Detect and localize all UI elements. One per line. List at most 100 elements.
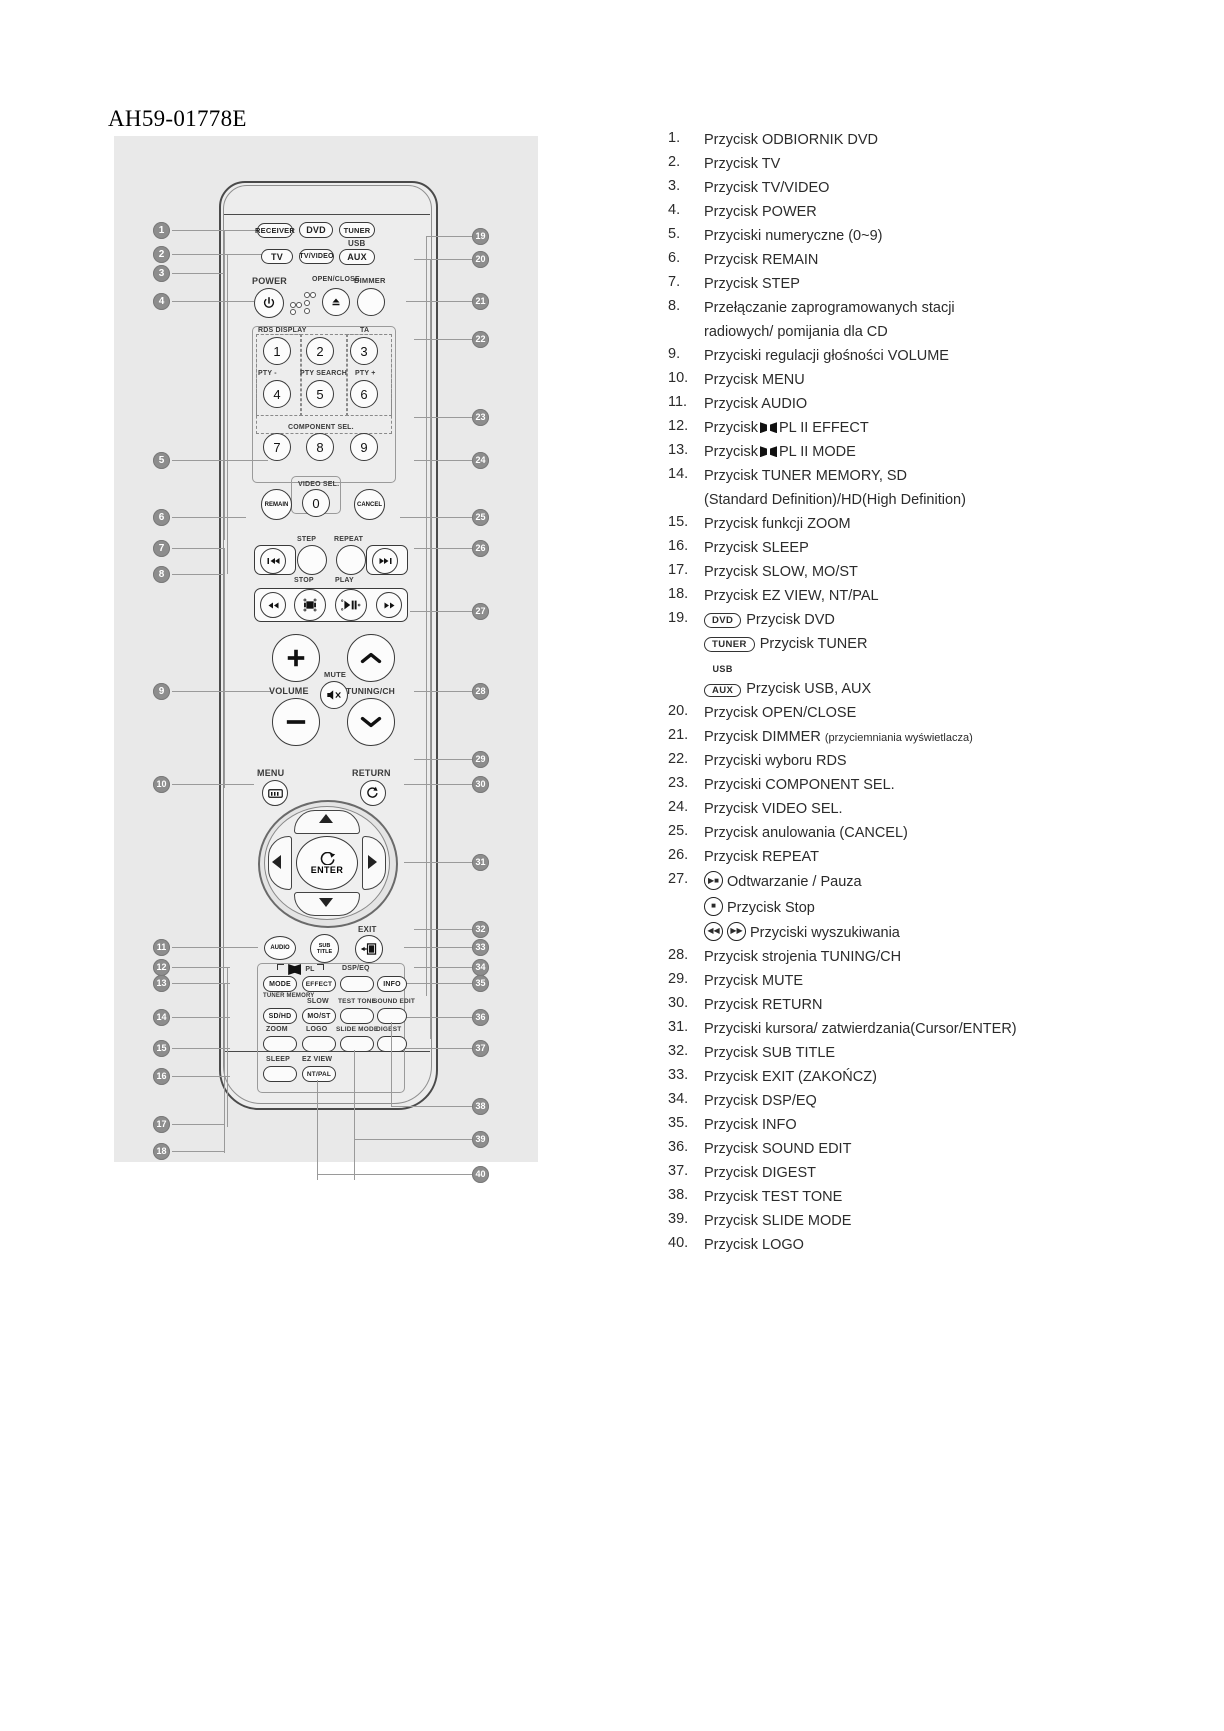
button-test-tone[interactable] (340, 1008, 374, 1024)
button-effect[interactable]: EFFECT (302, 976, 336, 992)
list-item: 8.Przełączanie zaprogramowanych stacji (668, 298, 1188, 319)
callout-37: 37 (472, 1040, 489, 1057)
leader-29 (414, 759, 474, 760)
button-dimmer[interactable] (357, 288, 385, 316)
button-fast-forward[interactable] (376, 592, 402, 618)
leader-18 (172, 1151, 224, 1152)
button-num-7[interactable]: 7 (263, 433, 291, 461)
button-repeat[interactable] (336, 545, 366, 575)
sd-hd-label: SD/HD (268, 1012, 292, 1020)
arrow-up-icon (319, 814, 333, 823)
button-zoom[interactable] (263, 1036, 297, 1052)
button-mode[interactable]: MODE (263, 976, 297, 992)
list-item-number: 25. (668, 823, 689, 840)
button-rewind[interactable] (260, 592, 286, 618)
button-sound-edit[interactable] (377, 1008, 407, 1024)
button-mo-st[interactable]: MO/ST (302, 1008, 336, 1024)
list-item-number: 2. (668, 154, 681, 171)
list-item-number: 33. (668, 1066, 689, 1083)
list-item: 15.Przycisk funkcji ZOOM (668, 514, 1188, 535)
button-open-close[interactable] (322, 288, 350, 316)
list-item: 22.Przyciski wyboru RDS (668, 751, 1188, 772)
chevron-down-icon (360, 716, 382, 728)
leader-stub-40 (317, 1174, 414, 1175)
button-num-5[interactable]: 5 (306, 380, 334, 408)
button-dsp-eq[interactable] (340, 976, 374, 992)
list-item: 36.Przycisk SOUND EDIT (668, 1139, 1188, 1160)
button-logo[interactable] (302, 1036, 336, 1052)
button-stop[interactable] (294, 589, 326, 621)
button-tuning-up[interactable] (347, 634, 395, 682)
button-num-2[interactable]: 2 (306, 337, 334, 365)
button-audio[interactable]: AUDIO (264, 936, 296, 960)
keycap-dvd-icon: DVD (704, 613, 742, 629)
enter-icon (320, 851, 335, 865)
button-tuning-down[interactable] (347, 698, 395, 746)
num-2-label: 2 (316, 343, 324, 359)
callout-33: 33 (472, 939, 489, 956)
list-item-continuation: ■Przycisk Stop (704, 896, 1188, 919)
button-tv-video[interactable]: TV/VIDEO (299, 249, 334, 264)
button-power[interactable] (254, 288, 284, 318)
button-digest[interactable] (377, 1036, 407, 1052)
button-exit[interactable] (355, 935, 383, 963)
button-num-8[interactable]: 8 (306, 433, 334, 461)
button-menu[interactable] (262, 780, 288, 806)
button-volume-down[interactable] (272, 698, 320, 746)
button-aux-label: AUX (347, 252, 367, 262)
list-item-text: Przycisk AUDIO (704, 396, 808, 413)
button-sleep[interactable] (263, 1066, 297, 1082)
label-repeat: REPEAT (334, 536, 364, 543)
button-num-9[interactable]: 9 (350, 433, 378, 461)
leader-28 (414, 691, 474, 692)
button-num-1[interactable]: 1 (263, 337, 291, 365)
num-4-label: 4 (273, 386, 281, 402)
leader-26 (414, 548, 474, 549)
button-next-track[interactable] (372, 548, 398, 574)
button-num-3[interactable]: 3 (350, 337, 378, 365)
label-tuner-memory: TUNER MEMORY (263, 993, 315, 999)
button-dvd[interactable]: DVD (299, 222, 333, 238)
button-return[interactable] (360, 780, 386, 806)
button-sub-title[interactable]: SUB TITLE (310, 934, 339, 963)
button-remain[interactable]: REMAIN (261, 489, 292, 520)
button-num-4[interactable]: 4 (263, 380, 291, 408)
button-slide-mode[interactable] (340, 1036, 374, 1052)
button-mute[interactable] (320, 681, 348, 709)
button-enter[interactable]: ENTER (296, 836, 358, 890)
list-item-number: 35. (668, 1114, 689, 1131)
button-sd-hd[interactable]: SD/HD (263, 1008, 297, 1024)
button-aux[interactable]: AUX (339, 249, 375, 265)
list-item-number: 29. (668, 970, 689, 987)
button-play-pause[interactable] (335, 589, 367, 621)
button-info[interactable]: INFO (377, 976, 407, 992)
list-item: 33.Przycisk EXIT (ZAKOŃCZ) (668, 1067, 1188, 1088)
leader-5 (172, 460, 268, 461)
button-num-0[interactable]: 0 (302, 489, 330, 517)
button-prev-track[interactable] (260, 548, 286, 574)
leader-22 (414, 339, 474, 340)
button-receiver[interactable]: RECEIVER (255, 223, 295, 238)
list-item-number: 10. (668, 370, 689, 387)
button-volume-up[interactable] (272, 634, 320, 682)
button-num-6[interactable]: 6 (350, 380, 378, 408)
leader-2 (172, 254, 270, 255)
list-item-text: Przycisk INFO (704, 1116, 797, 1133)
list-item: 29.Przycisk MUTE (668, 971, 1188, 992)
play-pause-icon (341, 599, 361, 611)
callout-11: 11 (153, 939, 170, 956)
list-item-text: Przycisk MENU (704, 372, 805, 389)
button-dvd-label: DVD (306, 225, 326, 235)
button-cancel[interactable]: CANCEL (354, 489, 385, 520)
list-item-text: Przycisk LOGO (704, 1236, 804, 1253)
button-step[interactable] (297, 545, 327, 575)
callout-27: 27 (472, 603, 489, 620)
leader-14 (172, 1017, 230, 1018)
button-nt-pal[interactable]: NT/PAL (302, 1066, 336, 1082)
list-item-number: 21. (668, 727, 689, 744)
button-tuner[interactable]: TUNER (339, 222, 375, 238)
leader-stub-39 (354, 1139, 414, 1140)
button-tv[interactable]: TV (261, 249, 293, 264)
